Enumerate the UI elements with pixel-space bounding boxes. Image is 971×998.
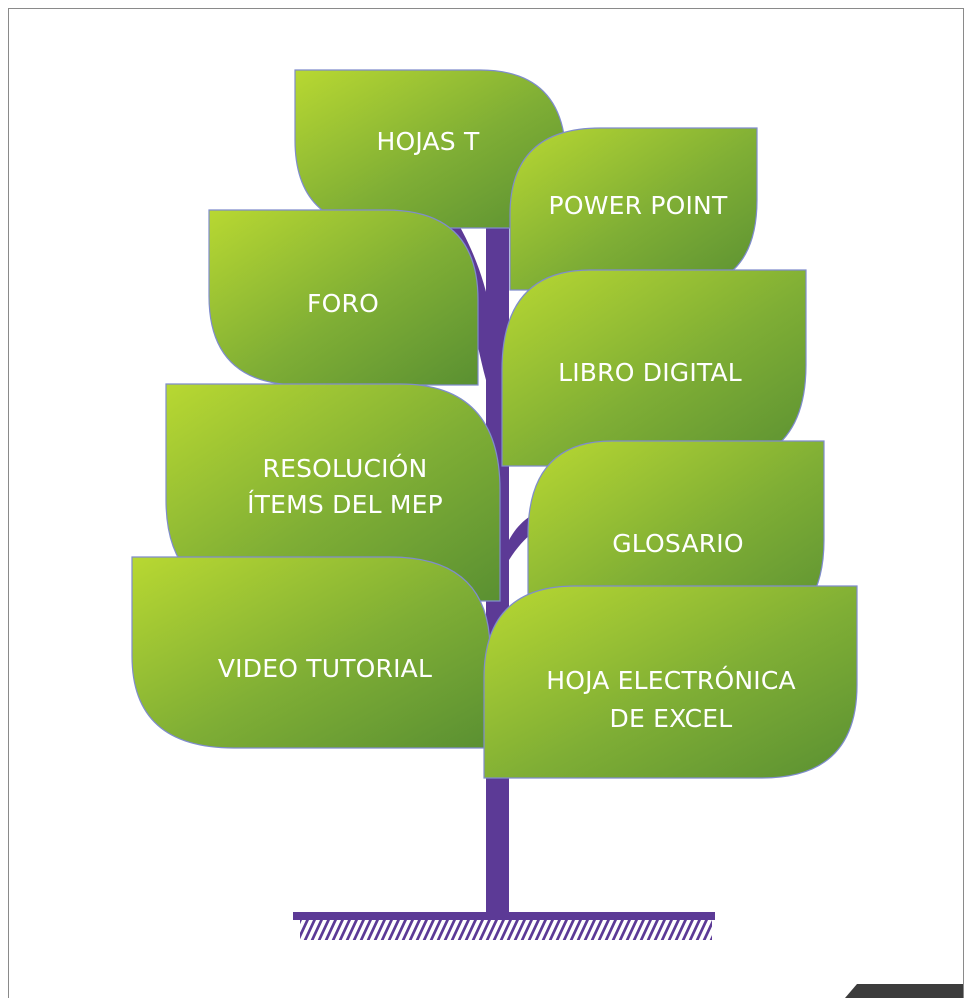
leaf-label-libro-digital: LIBRO DIGITAL	[558, 358, 742, 387]
leaf-hoja-electronica-excel: HOJA ELECTRÓNICA DE EXCEL	[483, 585, 858, 779]
leaf-label-power-point: POWER POINT	[549, 191, 728, 220]
leaf-label-resolucion-line2: ÍTEMS DEL MEP	[247, 490, 443, 519]
leaf-power-point: POWER POINT	[509, 127, 758, 291]
leaf-hojas-t: HOJAS T	[294, 69, 567, 229]
leaf-label-hojas-t: HOJAS T	[377, 127, 481, 156]
leaf-resolucion-items-mep: RESOLUCIÓN ÍTEMS DEL MEP	[165, 383, 501, 602]
leaf-label-video-tutorial: VIDEO TUTORIAL	[218, 654, 432, 683]
leaf-label-glosario: GLOSARIO	[612, 529, 744, 558]
leaf-label-resolucion-line1: RESOLUCIÓN	[263, 453, 428, 483]
ground	[293, 912, 715, 940]
leaf-foro: FORO	[208, 209, 479, 386]
leaf-libro-digital: LIBRO DIGITAL	[501, 269, 807, 467]
leaf-label-hoja-excel-line2: DE EXCEL	[610, 704, 733, 733]
corner-tab	[845, 984, 963, 998]
page-frame	[8, 8, 964, 998]
leaf-video-tutorial: VIDEO TUTORIAL	[131, 556, 491, 749]
leaf-label-foro: FORO	[307, 289, 379, 318]
leaf-label-hoja-excel-line1: HOJA ELECTRÓNICA	[546, 665, 796, 695]
